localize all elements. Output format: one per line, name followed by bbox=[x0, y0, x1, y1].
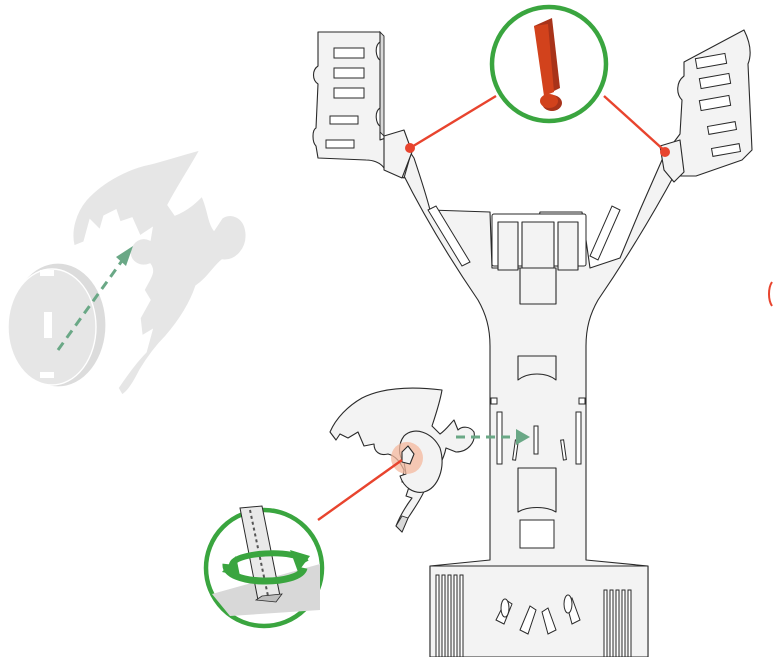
rotate-detail-callout bbox=[206, 460, 402, 626]
warning-callout bbox=[405, 7, 670, 157]
right-hand-panel bbox=[660, 30, 752, 182]
edge-partial-mark bbox=[769, 282, 772, 306]
base-panel bbox=[430, 566, 648, 657]
left-hand-panel bbox=[313, 32, 412, 178]
ghost-disc-part bbox=[8, 263, 106, 387]
